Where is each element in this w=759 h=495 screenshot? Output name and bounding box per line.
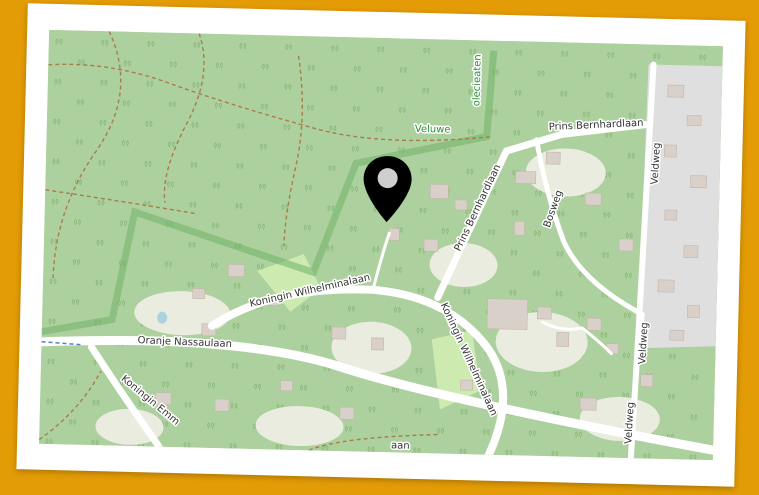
- label-oranje-nassaulaan: Oranje Nassaulaan: [137, 335, 232, 350]
- pond: [157, 311, 168, 324]
- roads: [39, 61, 718, 461]
- label-veluwe: Veluwe: [415, 124, 451, 136]
- garden-clearing: [95, 408, 164, 445]
- garden-clearing: [255, 406, 344, 447]
- residential-area-east: [637, 64, 723, 349]
- buildings: [154, 84, 708, 420]
- forest-tracks: [39, 30, 492, 451]
- map-view[interactable]: Veluwe olecieaten Prins Bernhardlaan Pri…: [39, 29, 723, 461]
- label-veluwe-vertical: olecieaten: [471, 54, 483, 106]
- label-veldweg-bottom: Veldweg: [623, 402, 636, 445]
- map-pin-icon[interactable]: [363, 156, 413, 223]
- label-aan: aan: [391, 440, 410, 451]
- label-veldweg-top: Veldweg: [650, 142, 663, 185]
- map-photo-frame: Veluwe olecieaten Prins Bernhardlaan Pri…: [16, 3, 746, 487]
- label-veldweg-mid: Veldweg: [637, 322, 650, 365]
